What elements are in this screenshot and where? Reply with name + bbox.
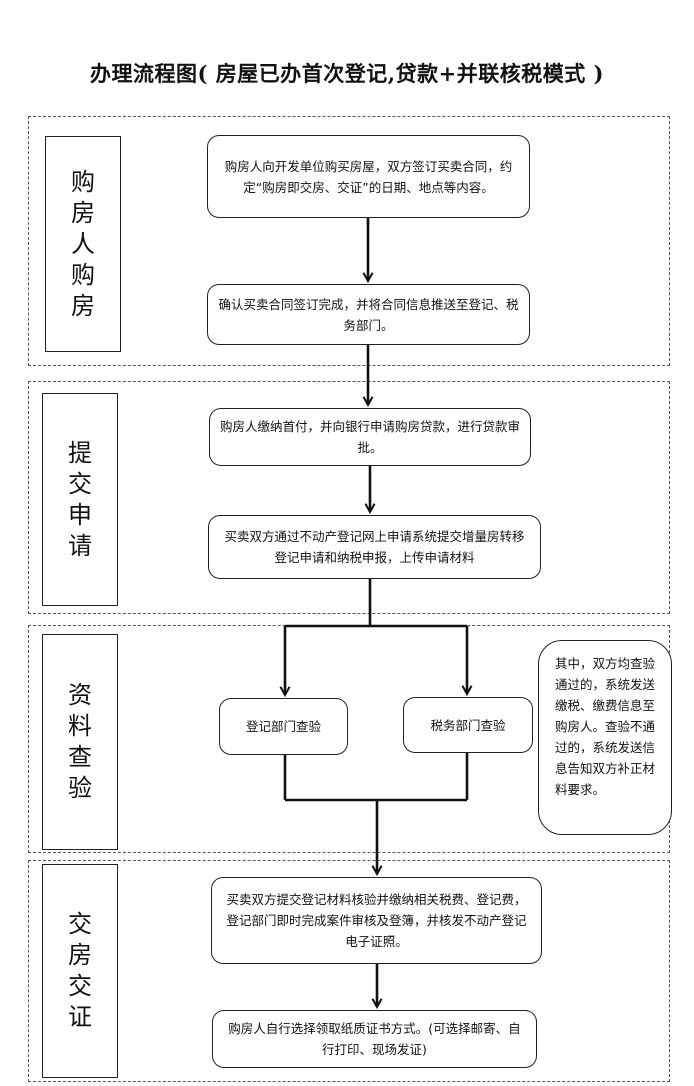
step-loan-application: 购房人缴纳首付，并向银行申请购房贷款，进行贷款审批。 xyxy=(209,408,531,466)
step-tax-check: 税务部门查验 xyxy=(403,697,533,753)
step-verify-and-pay: 买卖双方提交登记材料核验并缴纳相关税费、登记费，登记部门即时完成案件审核及登簿，… xyxy=(211,877,542,964)
stage-label-text: 资料查验 xyxy=(68,681,92,802)
stage-label-review: 资料查验 xyxy=(42,634,118,850)
page-title: 办理流程图( 房屋已办首次登记,贷款+并联核税模式 ) xyxy=(90,61,604,86)
stage-label-text: 交房交证 xyxy=(68,910,92,1031)
step-certificate-choice: 购房人自行选择领取纸质证书方式。(可选择邮寄、自行打印、现场发证) xyxy=(212,1010,537,1068)
step-online-application: 买卖双方通过不动产登记网上申请系统提交增量房转移登记申请和纳税申报，上传申请材料 xyxy=(208,515,541,579)
section-purchase xyxy=(28,116,670,366)
step-register-check: 登记部门查验 xyxy=(219,698,348,755)
section-submit xyxy=(28,381,670,614)
stage-label-text: 购房人购房 xyxy=(71,167,95,320)
review-note: 其中，双方均查验通过的，系统发送缴税、缴费信息至购房人。查验不通过的，系统发送信… xyxy=(538,640,672,835)
step-purchase-contract: 购房人向开发单位购买房屋，双方签订买卖合同，约定“购房即交房、交证”的日期、地点… xyxy=(207,135,530,218)
stage-label-delivery: 交房交证 xyxy=(42,864,118,1078)
stage-label-text: 提交申请 xyxy=(68,438,92,560)
section-delivery xyxy=(28,860,670,1082)
step-confirm-contract: 确认买卖合同签订完成，并将合同信息推送至登记、税务部门。 xyxy=(207,284,530,345)
stage-label-purchase: 购房人购房 xyxy=(45,136,121,352)
stage-label-submit: 提交申请 xyxy=(42,393,118,606)
